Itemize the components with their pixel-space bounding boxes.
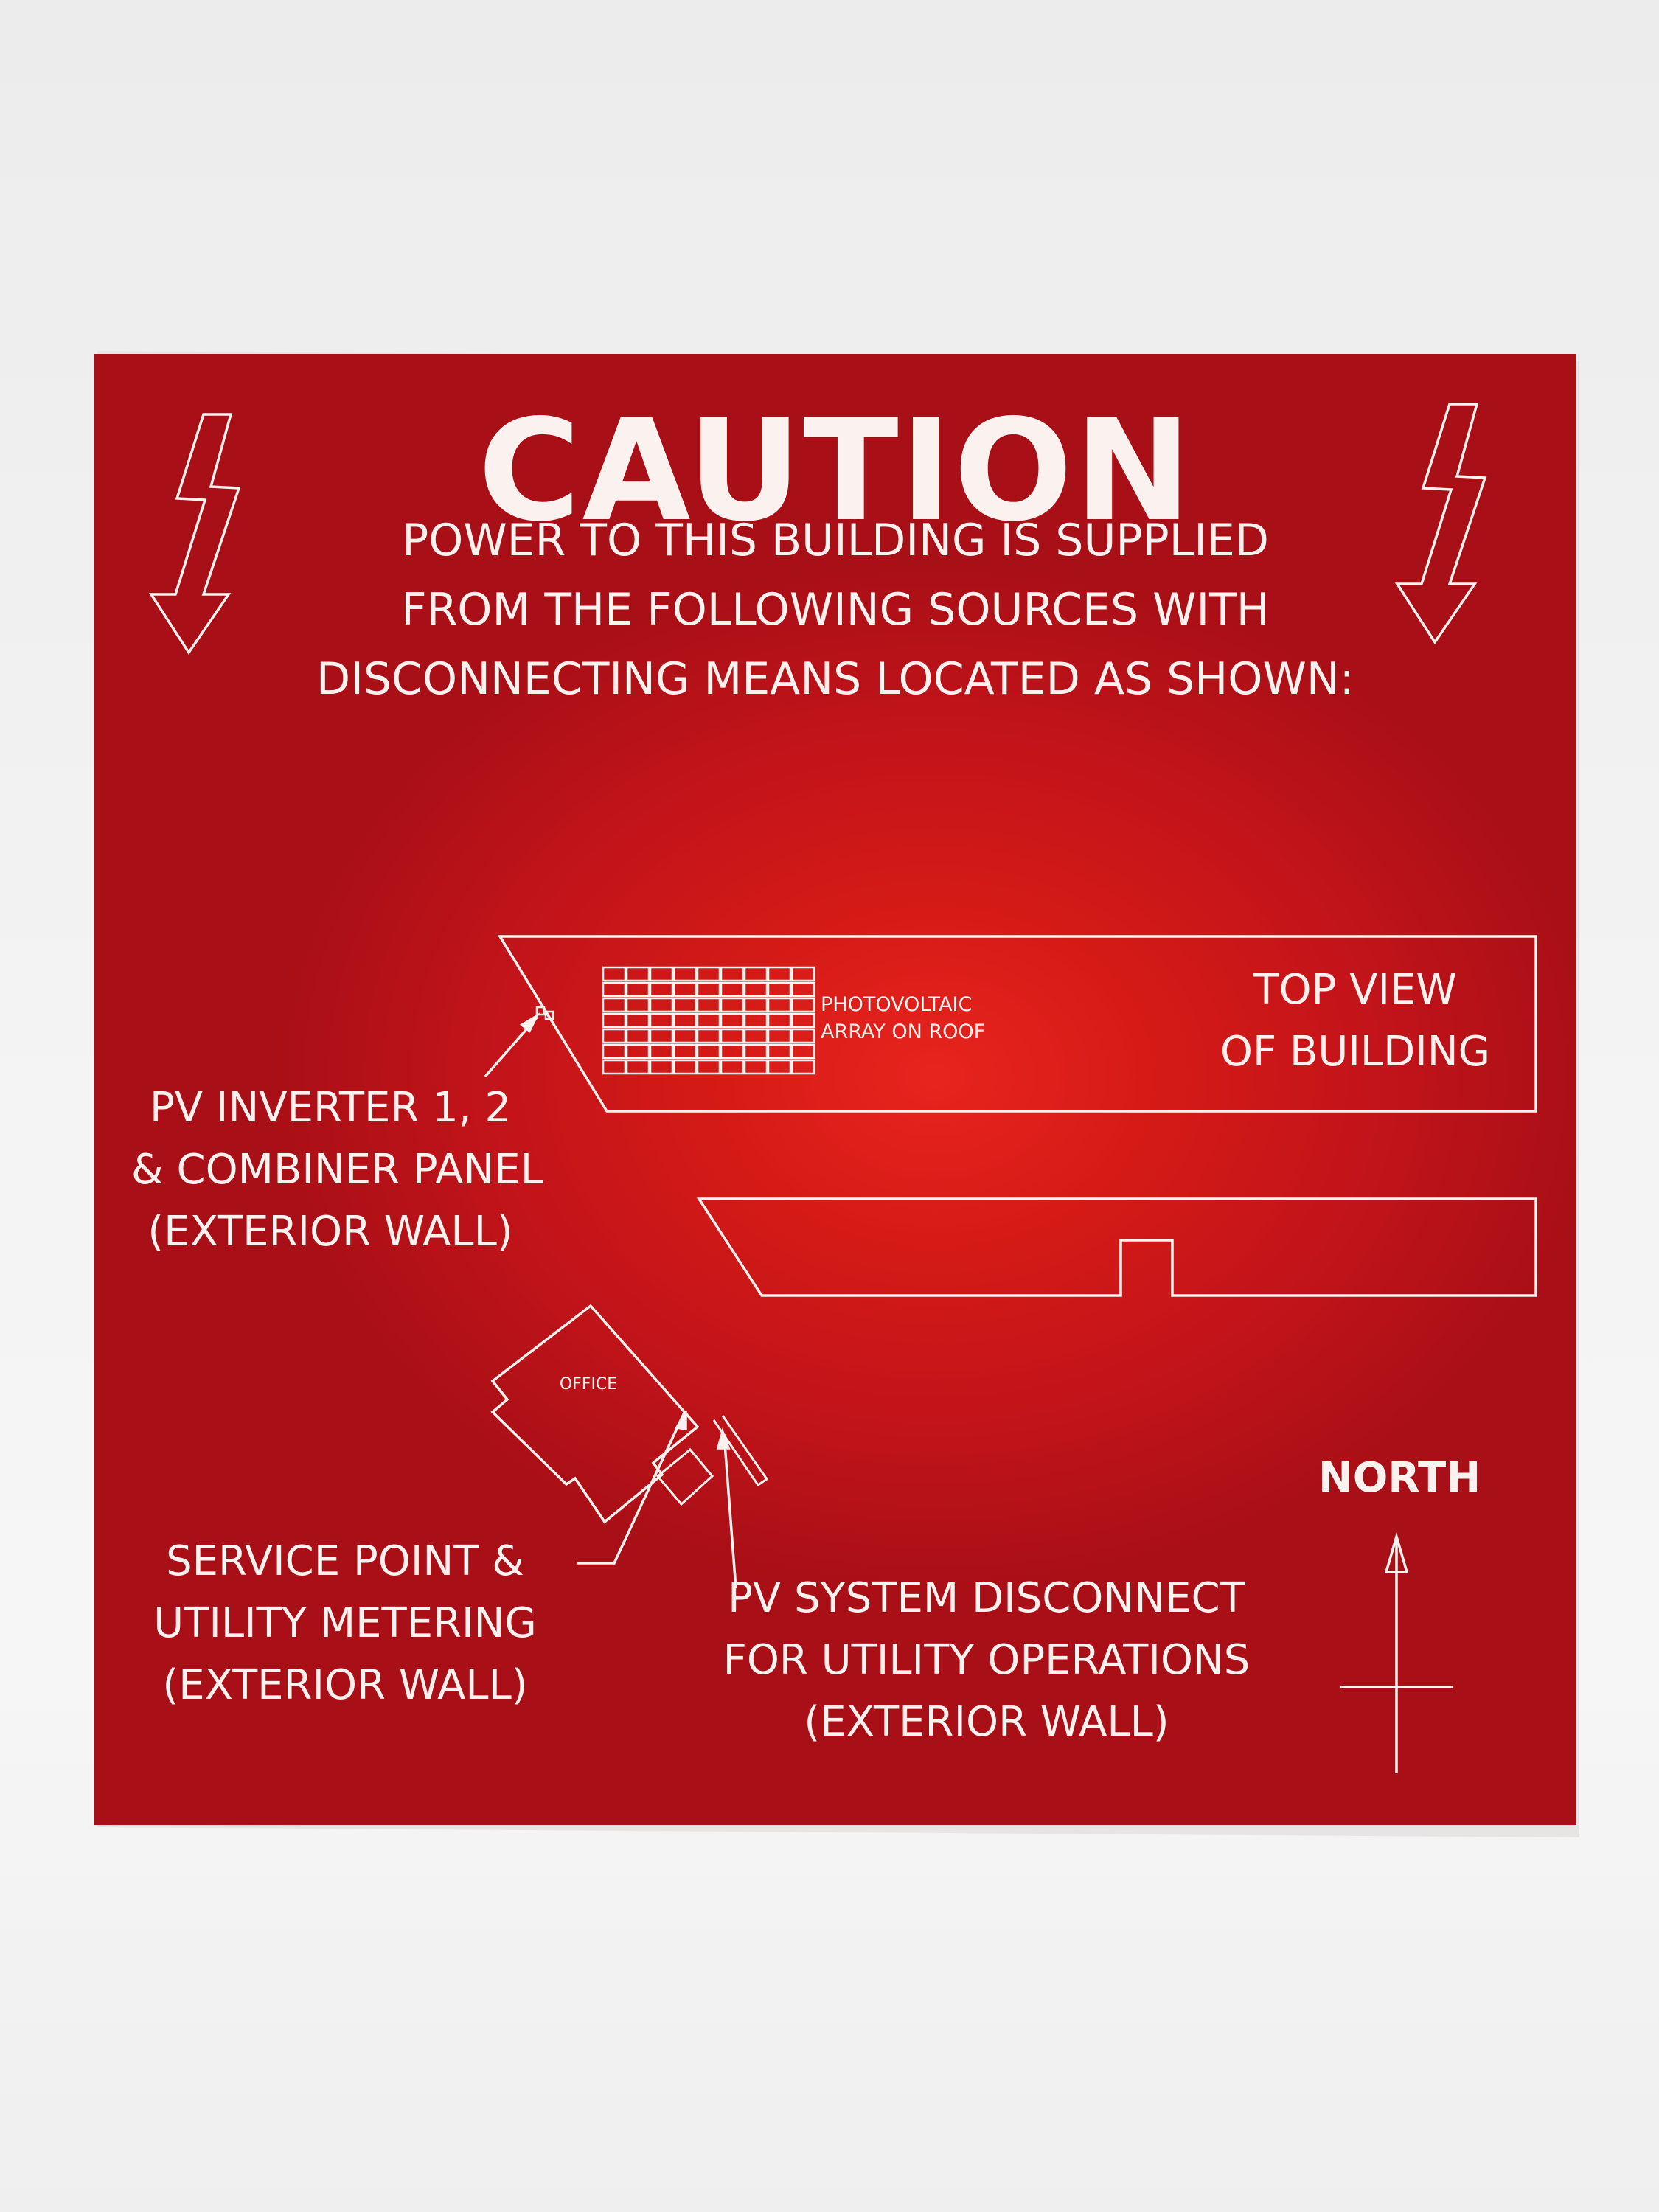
inverter-label-line-3: (EXTERIOR WALL)	[147, 1208, 513, 1256]
high-voltage-arrow-icon	[148, 413, 241, 655]
office-outline	[490, 1304, 700, 1524]
top-view-label-line-2: OF BUILDING	[1220, 1028, 1491, 1076]
service-label-line-2: UTILITY METERING	[153, 1599, 537, 1647]
disconnect-label-line-2: FOR UTILITY OPERATIONS	[723, 1636, 1251, 1684]
array-label-line-2: ARRAY ON ROOF	[821, 1020, 986, 1043]
service-label-line-3: (EXTERIOR WALL)	[162, 1661, 528, 1709]
array-label-line-1: PHOTOVOLTAIC	[821, 993, 973, 1016]
disconnect-leader-line	[723, 1433, 737, 1589]
building-lower-outline	[696, 1197, 1537, 1297]
caution-sign: CAUTION POWER TO THIS BUILDING IS SUPPLI…	[94, 354, 1576, 1825]
inverter-label-line-2: & COMBINER PANEL	[131, 1146, 543, 1194]
service-leader-line	[577, 1412, 686, 1565]
disconnect-label-line-1: PV SYSTEM DISCONNECT	[728, 1574, 1245, 1622]
caution-title: CAUTION	[478, 389, 1193, 552]
office-label: OFFICE	[559, 1375, 618, 1394]
intro-line-3: DISCONNECTING MEANS LOCATED AS SHOWN:	[316, 653, 1354, 705]
top-view-label-line-1: TOP VIEW	[1253, 966, 1457, 1014]
north-label: NORTH	[1318, 1454, 1481, 1502]
high-voltage-arrow-icon	[1394, 403, 1487, 645]
intro-line-1: POWER TO THIS BUILDING IS SUPPLIED	[402, 515, 1269, 566]
disconnect-label-line-3: (EXTERIOR WALL)	[804, 1698, 1169, 1746]
service-label-line-1: SERVICE POINT &	[166, 1537, 524, 1585]
intro-line-2: FROM THE FOLLOWING SOURCES WITH	[401, 584, 1270, 636]
sign-line-art	[148, 403, 1537, 1773]
north-arrow-icon	[1340, 1531, 1453, 1773]
solar-panel-grid-icon	[602, 966, 815, 1075]
building-top-outline	[497, 935, 1537, 1113]
inverter-label-line-1: PV INVERTER 1, 2	[150, 1084, 511, 1132]
